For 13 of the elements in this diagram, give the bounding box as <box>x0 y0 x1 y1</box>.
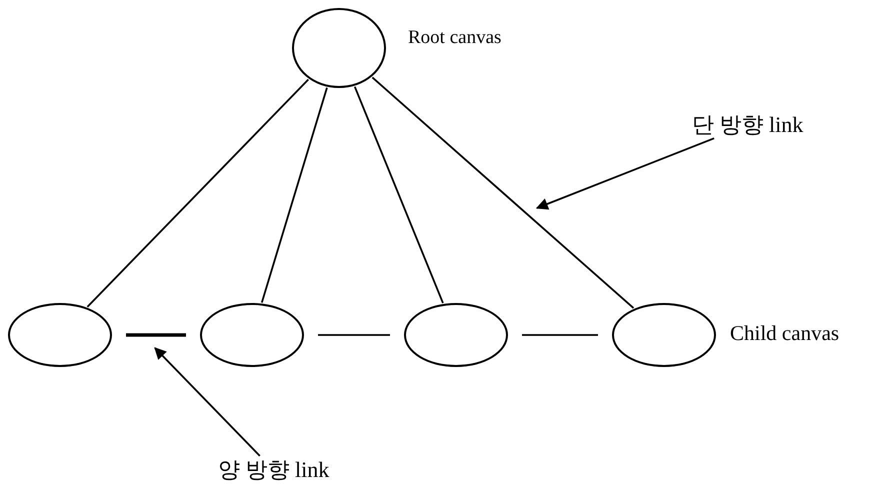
leader-arrow <box>154 347 260 456</box>
canvas-label: Root canvas <box>408 28 502 49</box>
link-label: 양 방향 link <box>218 458 330 482</box>
link-line <box>126 333 186 337</box>
link-line <box>86 78 309 308</box>
leader-arrow <box>536 137 714 210</box>
link-line <box>260 87 328 303</box>
link-line <box>372 76 634 309</box>
link-line <box>522 334 598 336</box>
canvas-label: Child canvas <box>730 322 840 346</box>
link-line <box>318 334 390 336</box>
link-line <box>354 86 444 304</box>
link-label: 단 방향 link <box>692 113 804 138</box>
